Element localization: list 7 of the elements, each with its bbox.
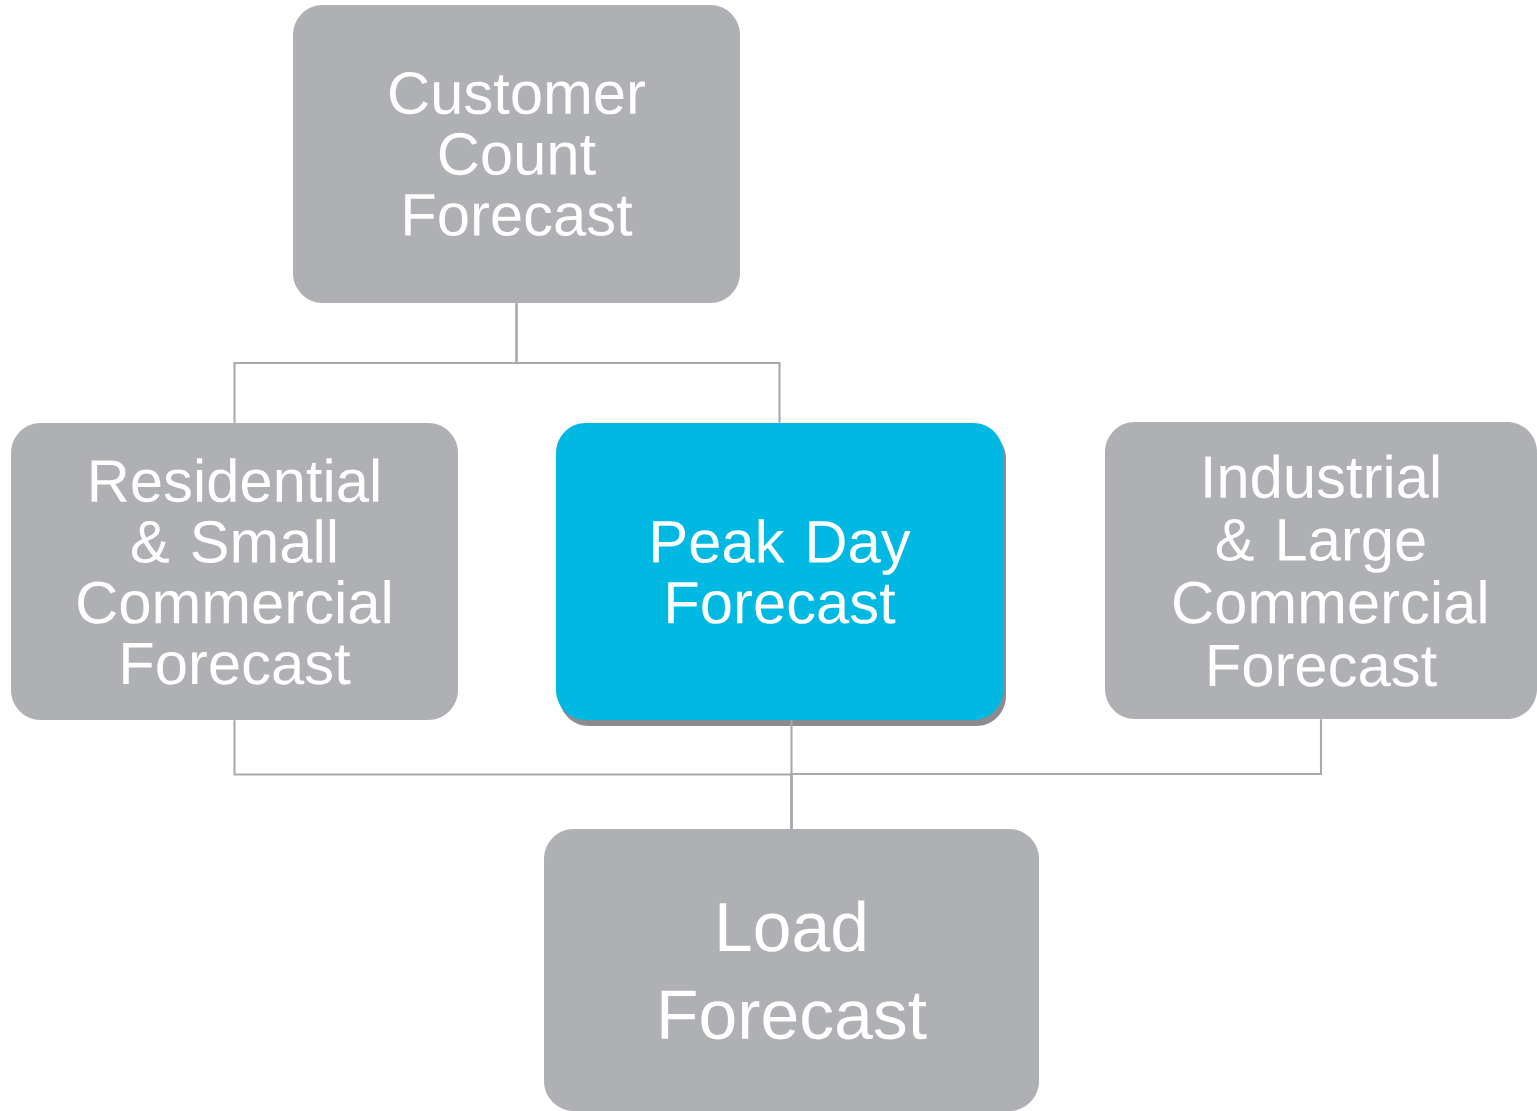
connector-line bbox=[515, 303, 781, 423]
forecast-box: Industrial & Large Commercial Forecast bbox=[1105, 422, 1537, 719]
forecast-box: Peak Day Forecast bbox=[556, 423, 1006, 726]
forecast-box: Residential & Small Commercial Forecast bbox=[11, 423, 458, 720]
connector-line bbox=[790, 719, 1323, 829]
forecast-box: Load Forecast bbox=[544, 829, 1039, 1111]
forecast-box: Customer Count Forecast bbox=[293, 5, 740, 303]
